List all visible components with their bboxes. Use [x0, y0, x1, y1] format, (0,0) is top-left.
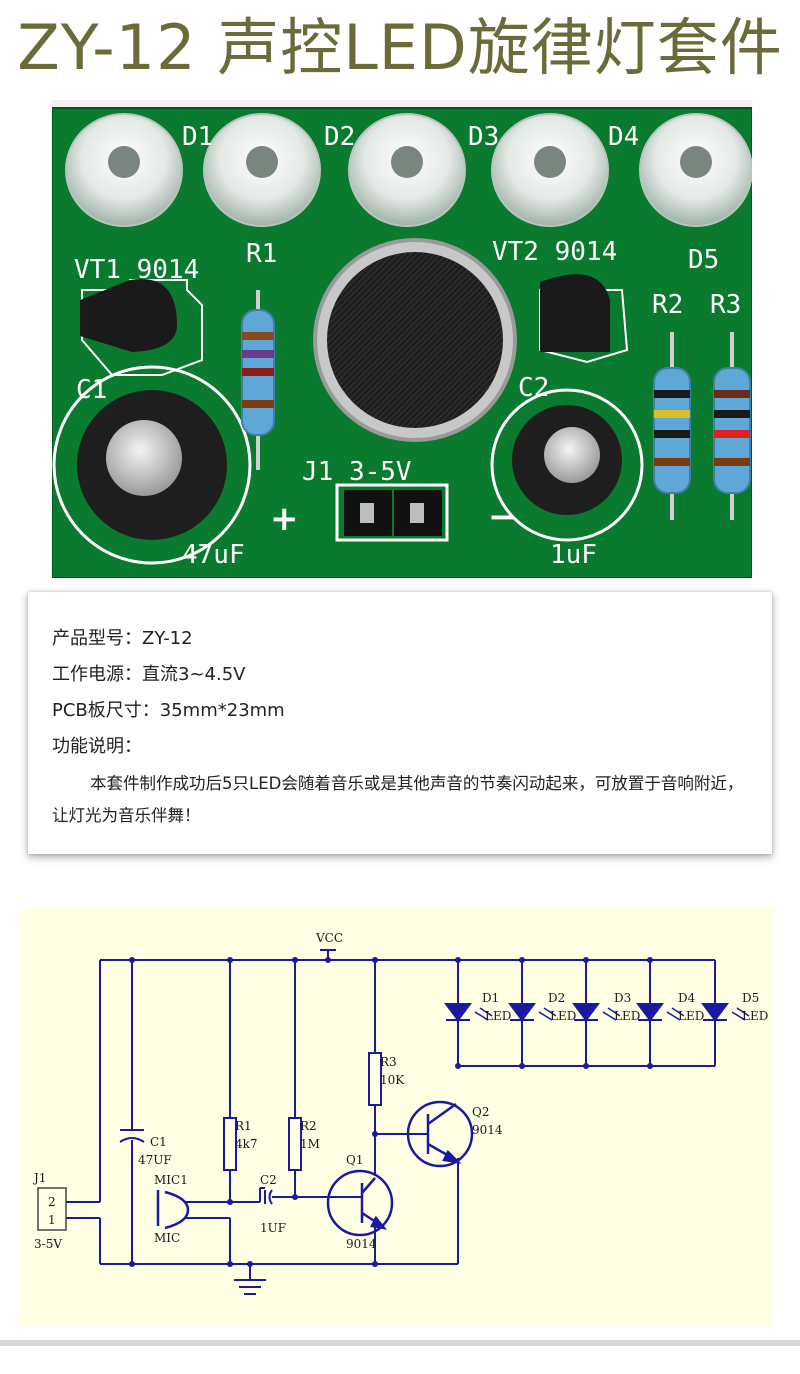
schem-label-q2: Q2 — [472, 1105, 489, 1119]
spec-card: 产品型号：ZY-12 工作电源：直流3~4.5V PCB板尺寸：35mm*23m… — [28, 592, 772, 854]
resistor-r3-icon — [713, 332, 751, 520]
schem-label-d1: D1 — [482, 991, 499, 1005]
bottom-separator — [0, 1340, 800, 1346]
schem-label-mic: MIC1 — [154, 1173, 188, 1187]
schematic-led-d1-icon — [444, 1003, 472, 1022]
schem-label-j1-pin1: 1 — [48, 1213, 56, 1227]
pcb-label-j1: J1 3-5V — [302, 457, 412, 487]
schem-label-j1-pin2: 2 — [48, 1195, 56, 1209]
schem-label-vcc: VCC — [315, 931, 343, 945]
schem-label-d5: D5 — [742, 991, 759, 1005]
pcb-label-d1: D1 — [182, 122, 213, 152]
schem-label-c2: C2 — [260, 1173, 277, 1187]
led-d1-icon — [65, 113, 183, 227]
page-title: ZY-12 声控LED旋律灯套件 — [17, 11, 783, 84]
pcb-photo: D1 D2 D3 D4 D5 R1 VT1 9014 VT2 9014 R2 R… — [52, 100, 752, 578]
schem-label-c1: C1 — [150, 1135, 167, 1149]
led-d5-icon — [639, 113, 752, 227]
j1-header-icon — [335, 483, 449, 542]
circuit-schematic: VCC D1 D2 D3 D4 D5 LED LED LED LED LED R… — [20, 908, 774, 1326]
pcb-label-d5: D5 — [688, 245, 719, 275]
schematic-led-d3-icon — [572, 1003, 600, 1022]
pcb-label-r3: R3 — [710, 290, 741, 320]
pcb-label-d4: D4 — [608, 122, 639, 152]
schem-led-label-3: LED — [614, 1009, 640, 1023]
schematic-mic-icon — [156, 1190, 190, 1230]
schem-label-r3-value: 10K — [380, 1073, 405, 1087]
pcb-label-1uf: 1uF — [550, 540, 597, 570]
schem-label-r1: R1 — [235, 1119, 252, 1133]
schem-led-label-2: LED — [550, 1009, 576, 1023]
schem-label-q1-value: 9014 — [346, 1237, 377, 1251]
schem-label-d2: D2 — [548, 991, 565, 1005]
capacitor-c2-icon — [512, 405, 622, 515]
schem-label-c1-value: 47UF — [138, 1153, 172, 1167]
led-d2-icon — [203, 113, 321, 227]
schem-label-r1-value: 4k7 — [235, 1137, 258, 1151]
schem-label-mic-value: MIC — [154, 1231, 180, 1245]
spec-function-desc: 本套件制作成功后5只LED会随着音乐或是其他声音的节奏闪动起来，可放置于音响附近… — [52, 774, 744, 825]
pcb-label-r2: R2 — [652, 290, 683, 320]
pcb-label-d3: D3 — [468, 122, 499, 152]
schem-label-r2-value: 1M — [300, 1137, 320, 1151]
pcb-label-vt2: VT2 9014 — [492, 237, 617, 267]
schem-label-d3: D3 — [614, 991, 631, 1005]
schem-label-j1-value: 3-5V — [34, 1237, 62, 1251]
schematic-led-d2-icon — [508, 1003, 536, 1022]
pcb-label-r1: R1 — [246, 239, 277, 269]
spec-function-title: 功能说明： — [52, 736, 142, 757]
led-row — [65, 113, 752, 227]
transistor-vt2-icon — [540, 274, 610, 352]
schematic-led-d5-icon — [701, 1003, 729, 1022]
schem-label-q1: Q1 — [346, 1153, 363, 1167]
led-d4-icon — [491, 113, 609, 227]
schem-label-j1: J1 — [32, 1171, 46, 1185]
resistor-r1-icon — [241, 290, 275, 470]
schem-led-label-4: LED — [678, 1009, 704, 1023]
pcb-label-plus: + — [270, 499, 299, 539]
schem-led-label-1: LED — [485, 1009, 511, 1023]
led-d3-icon — [348, 113, 466, 227]
schematic-j1-icon — [37, 1187, 67, 1231]
schematic-q1-icon — [326, 1169, 394, 1237]
spec-power: 工作电源：直流3~4.5V — [52, 664, 246, 685]
capacitor-c1-icon — [77, 390, 227, 540]
schem-label-r2: R2 — [300, 1119, 317, 1133]
pcb-label-d2: D2 — [324, 122, 355, 152]
resistor-r2-icon — [653, 332, 691, 520]
microphone-icon — [313, 238, 517, 442]
schem-label-c2-value: 1UF — [260, 1221, 286, 1235]
schem-label-d4: D4 — [678, 991, 696, 1005]
spec-size: PCB板尺寸：35mm*23mm — [52, 700, 285, 721]
schem-led-label-5: LED — [742, 1009, 768, 1023]
transistor-vt1-icon — [80, 278, 177, 352]
schem-label-q2-value: 9014 — [472, 1123, 503, 1137]
schematic-q2-icon — [406, 1100, 474, 1168]
schematic-led-d4-icon — [636, 1003, 664, 1022]
schem-label-r3: R3 — [380, 1055, 397, 1069]
spec-model: 产品型号：ZY-12 — [52, 628, 193, 649]
